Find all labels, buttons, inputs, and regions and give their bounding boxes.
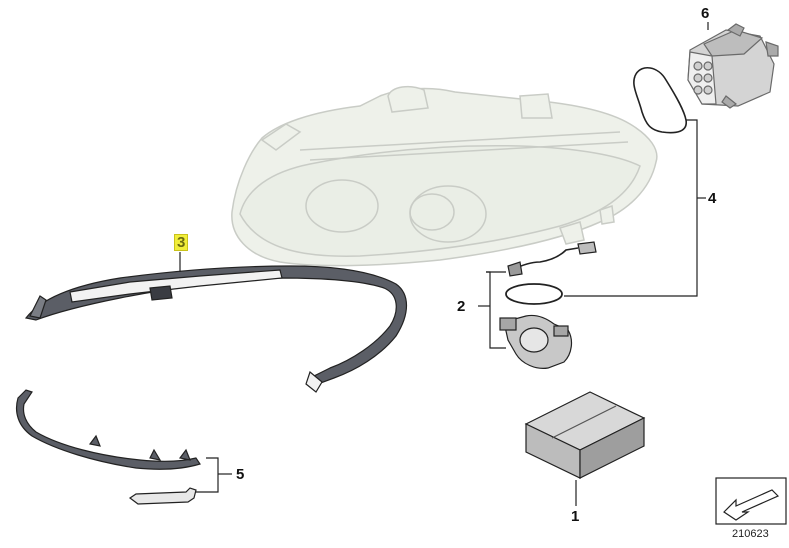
- bracket-part: [128, 487, 197, 505]
- trim-strip-part: [15, 389, 201, 470]
- box-part: [524, 391, 646, 479]
- lens-seal-part: [24, 265, 408, 393]
- connector-part: [499, 241, 597, 369]
- callout-5: 5: [236, 466, 245, 483]
- callout-6: 6: [701, 5, 710, 22]
- led-module-part: [687, 23, 779, 109]
- leader-lines: [179, 22, 709, 506]
- callout-2: 2: [457, 298, 466, 315]
- reference-symbol: [715, 477, 787, 525]
- o-ring-part: [505, 283, 563, 305]
- gasket-part: [633, 67, 687, 134]
- diagram-id: 210623: [732, 528, 769, 540]
- callout-1: 1: [571, 508, 580, 525]
- callout-4: 4: [708, 190, 717, 207]
- callout-3: 3: [174, 234, 189, 251]
- headlamp-housing: [231, 85, 658, 267]
